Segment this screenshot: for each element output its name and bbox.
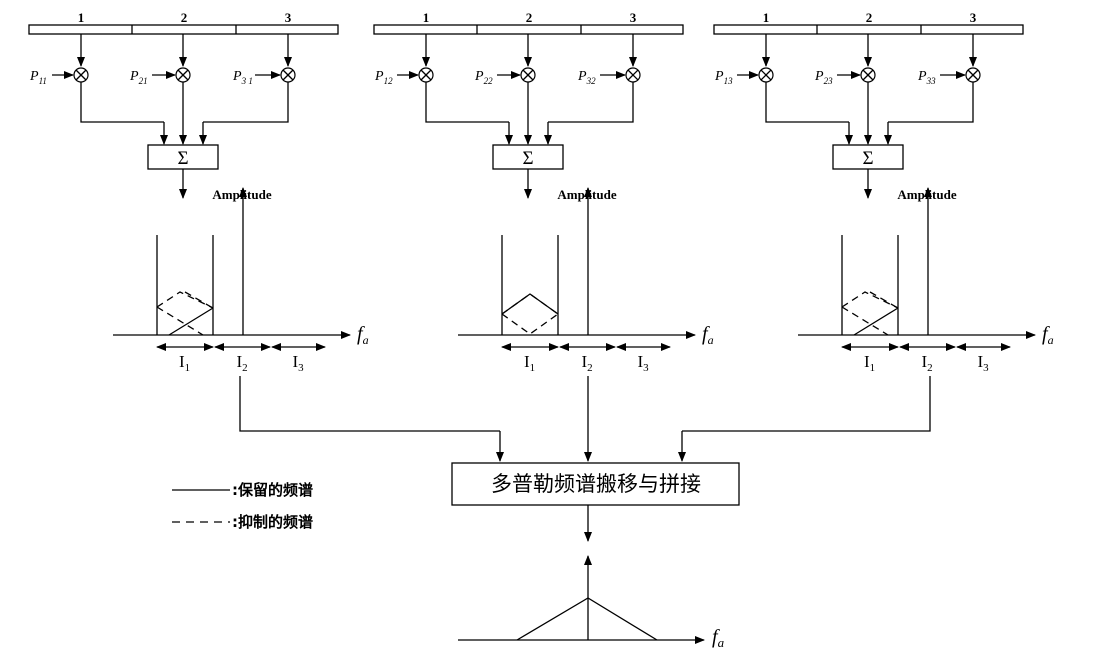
suppressed-spectrum <box>156 291 214 309</box>
suppressed-spectrum <box>841 291 899 309</box>
connector-group-3 <box>682 376 931 432</box>
array-bar <box>713 24 1024 35</box>
array-bar-label: 1 <box>423 10 430 25</box>
legend-solid-text: :保留的频谱 <box>232 481 313 499</box>
interval-label: I3 <box>978 352 990 374</box>
weight-label: P11 <box>29 69 47 86</box>
frequency-axis-label: fa <box>702 323 714 347</box>
merge-box <box>451 462 740 506</box>
array-bar-label: 1 <box>763 10 770 25</box>
multiplier-cross <box>282 69 294 81</box>
sum-box <box>832 144 904 170</box>
array-bar-label: 2 <box>181 10 188 25</box>
route-right <box>548 82 634 123</box>
route-right <box>203 82 289 123</box>
suppressed-spectrum <box>841 306 889 336</box>
interval-label: I2 <box>922 352 933 374</box>
legend: ——— :保留的频谱 - - - - :抑制的频谱 <box>172 481 313 531</box>
multiplier-cross <box>627 69 639 81</box>
array-bar <box>28 24 339 35</box>
multiplier-cross <box>967 69 979 81</box>
array-bar-label: 3 <box>285 10 292 25</box>
multiplier-cross <box>75 69 87 81</box>
multiplier-cross <box>862 69 874 81</box>
weight-label: P33 <box>917 69 936 86</box>
array-bar <box>373 24 684 35</box>
retained-spectrum <box>853 307 899 336</box>
array-bar-label: 3 <box>630 10 637 25</box>
multiplier-cross <box>760 69 772 81</box>
multiplier-cross <box>420 69 432 81</box>
interval-label: I1 <box>179 352 190 374</box>
interval-label: I3 <box>638 352 650 374</box>
multiplier-cross <box>177 69 189 81</box>
sum-symbol: Σ <box>522 148 533 169</box>
weight-label: P12 <box>374 69 393 86</box>
multiplier-cross <box>522 69 534 81</box>
weight-label: P22 <box>474 69 493 86</box>
suppressed-spectrum <box>184 291 214 309</box>
route-right <box>888 82 974 123</box>
final-axis-label: fa <box>712 626 725 650</box>
amplitude-label: Amplitude <box>212 187 271 202</box>
connector-group-1 <box>239 376 500 432</box>
interval-label: I3 <box>293 352 305 374</box>
merge-section: 多普勒频谱搬移与拼接 <box>239 376 931 542</box>
final-spliced-spectrum <box>516 597 658 641</box>
array-bar-label: 2 <box>866 10 873 25</box>
array-bar-label: 2 <box>526 10 533 25</box>
retained-spectrum <box>168 307 214 336</box>
amplitude-label: Amplitude <box>557 187 616 202</box>
route-left <box>80 82 164 123</box>
legend-dashed-text: :抑制的频谱 <box>232 513 313 531</box>
weight-label: P32 <box>577 69 596 86</box>
interval-label: I2 <box>237 352 248 374</box>
route-left <box>765 82 849 123</box>
interval-label: I1 <box>524 352 535 374</box>
interval-label: I1 <box>864 352 875 374</box>
suppressed-spectrum <box>501 293 559 315</box>
array-bar-label: 3 <box>970 10 977 25</box>
merge-box-label: 多普勒频谱搬移与拼接 <box>491 472 701 496</box>
weight-label: P21 <box>129 69 148 86</box>
sum-box <box>492 144 564 170</box>
weight-label: P3 1 <box>232 69 253 86</box>
sum-symbol: Σ <box>862 148 873 169</box>
weight-label: P13 <box>714 69 733 86</box>
route-left <box>425 82 509 123</box>
frequency-axis-label: fa <box>1042 323 1054 347</box>
retained-spectrum <box>501 293 559 315</box>
frequency-axis-label: fa <box>357 323 369 347</box>
final-spectrum: fa <box>458 555 725 650</box>
suppressed-spectrum <box>869 291 899 309</box>
suppressed-spectrum <box>501 313 559 335</box>
weight-label: P23 <box>814 69 833 86</box>
interval-label: I2 <box>582 352 593 374</box>
amplitude-label: Amplitude <box>897 187 956 202</box>
array-bar-label: 1 <box>78 10 85 25</box>
sum-symbol: Σ <box>177 148 188 169</box>
suppressed-spectrum <box>156 306 204 336</box>
